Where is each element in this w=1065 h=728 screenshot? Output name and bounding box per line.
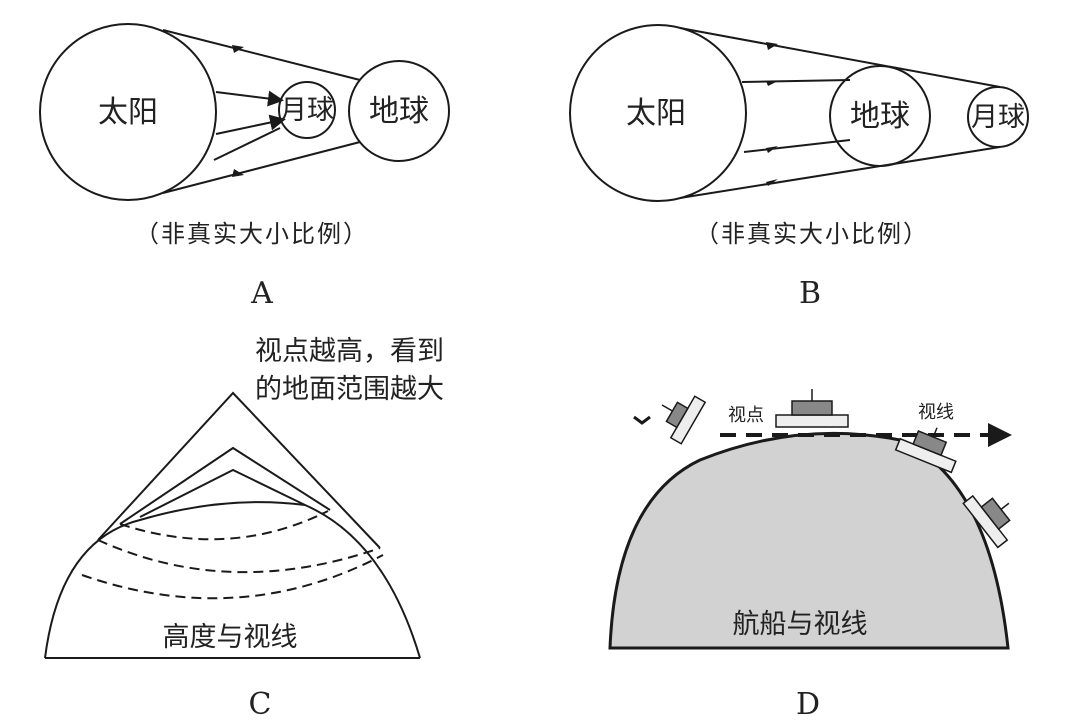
moon-label: 月球 [280, 95, 334, 126]
sun-label: 太阳 [98, 95, 158, 130]
bird-icon [634, 417, 650, 423]
viewpoint-label: 视点 [728, 405, 764, 426]
ship-icon [650, 384, 705, 444]
sightline-mid [120, 448, 330, 524]
ship-icon [776, 389, 848, 427]
sun-ray [744, 140, 850, 152]
sun-label: 太阳 [626, 96, 686, 131]
earth-label: 地球 [369, 94, 429, 129]
panel-label-b: B [799, 276, 821, 311]
ray-arrow [766, 81, 778, 86]
panel-label-c: C [249, 687, 272, 722]
moon-label: 月球 [971, 102, 1025, 133]
scale-note: （非真实大小比例） [695, 220, 929, 248]
sun-ray [216, 92, 280, 100]
sightline-label: 视线 [918, 402, 954, 423]
view-range-arc [98, 540, 380, 572]
ray-arrow [766, 146, 778, 153]
panel-c-caption: 高度与视线 [163, 622, 298, 653]
height-note-line2: 的地面范围越大 [255, 374, 444, 405]
earth-label: 地球 [850, 99, 910, 134]
ray-arrow [232, 45, 244, 53]
scale-note: （非真实大小比例） [135, 220, 369, 248]
height-note-line1: 视点越高，看到 [255, 336, 444, 367]
sun-ray [742, 80, 850, 82]
view-range-arc [120, 511, 328, 539]
panel-c [45, 393, 420, 658]
panel-label-a: A [250, 276, 273, 311]
panel-label-d: D [796, 687, 820, 722]
panel-d-caption: 航船与视线 [733, 609, 868, 640]
